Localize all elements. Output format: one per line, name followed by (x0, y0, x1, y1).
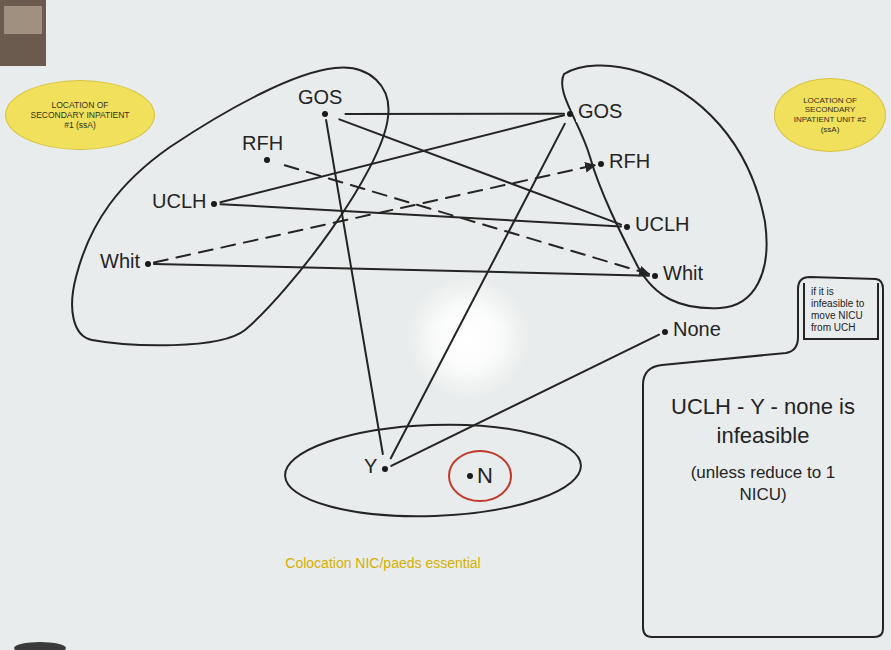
point-dot (652, 273, 658, 279)
point-label: UCLH (150, 190, 208, 212)
point-label: RFH (607, 150, 652, 172)
labelled-point: UCLH (622, 213, 691, 236)
point-dot (624, 224, 630, 230)
point-dot (382, 466, 388, 472)
labelled-point: UCLH (150, 190, 219, 213)
dashed-connector (154, 165, 595, 262)
point-dot (211, 201, 217, 207)
option-circle: N (447, 449, 513, 503)
handwritten-note: (unless reduce to 1 NICU) (668, 462, 858, 506)
point-dot (662, 329, 668, 335)
labelled-point: GOS (565, 100, 624, 123)
connector (154, 264, 649, 276)
sticky-note-text: LOCATION OF SECONDARY INPATIENT #1 (ssA) (26, 100, 134, 131)
handwritten-note: UCLH - Y - none is infeasible (668, 393, 858, 450)
labelled-point: GOS (296, 86, 344, 119)
point-dot (598, 161, 604, 167)
point-dot (322, 111, 328, 117)
connector (339, 119, 621, 224)
oval-outline (283, 423, 583, 518)
point-label: Whit (98, 250, 142, 272)
location-region: LOCATION OF SECONDARY INPATIENT UNIT #2 … (550, 62, 775, 314)
point-label: Whit (661, 262, 705, 284)
point-label: GOS (296, 86, 344, 108)
connector (345, 113, 564, 115)
point-label: GOS (576, 100, 624, 122)
labelled-point: Whit (98, 250, 153, 273)
connector (391, 335, 659, 466)
point-label: RFH (240, 132, 285, 154)
light-glare (406, 276, 530, 400)
labelled-point: None (660, 318, 723, 341)
sticky-note: LOCATION OF SECONDARY INPATIENT UNIT #2 … (774, 78, 886, 152)
labelled-point: RFH (240, 132, 285, 165)
point-dot (567, 111, 573, 117)
sticky-note: LOCATION OF SECONDARY INPATIENT #1 (ssA) (5, 80, 155, 150)
slide-annotation: Colocation NIC/paeds essential (283, 555, 483, 573)
note-panel: UCLH - Y - none is infeasible (unless red… (640, 275, 885, 640)
connector (391, 124, 565, 458)
connector (326, 120, 383, 454)
point-label: UCLH (633, 213, 691, 235)
bracketed-note: if it is infeasible to move NICU from UC… (803, 283, 879, 340)
decision-oval: Colocation NIC/paeds essentialYN (283, 423, 583, 518)
photo-thumbnail (4, 6, 42, 34)
marker-smudge (14, 642, 66, 650)
point-dot (264, 157, 270, 163)
handwritten-note: if it is infeasible to move NICU from UC… (811, 286, 872, 334)
labelled-point: Whit (650, 262, 705, 285)
point-label: Y (362, 455, 379, 477)
photo-thumbnail (0, 0, 46, 66)
option-label: N (477, 463, 493, 489)
point-dot (467, 473, 473, 479)
connector (220, 115, 564, 202)
sticky-note-text: LOCATION OF SECONDARY INPATIENT UNIT #2 … (789, 96, 871, 134)
labelled-point: Y (362, 455, 390, 478)
location-region: LOCATION OF SECONDARY INPATIENT #1 (ssA)… (70, 62, 395, 352)
labelled-point: RFH (596, 150, 652, 173)
point-label: None (671, 318, 723, 340)
connector (220, 204, 621, 226)
point-dot (145, 261, 151, 267)
